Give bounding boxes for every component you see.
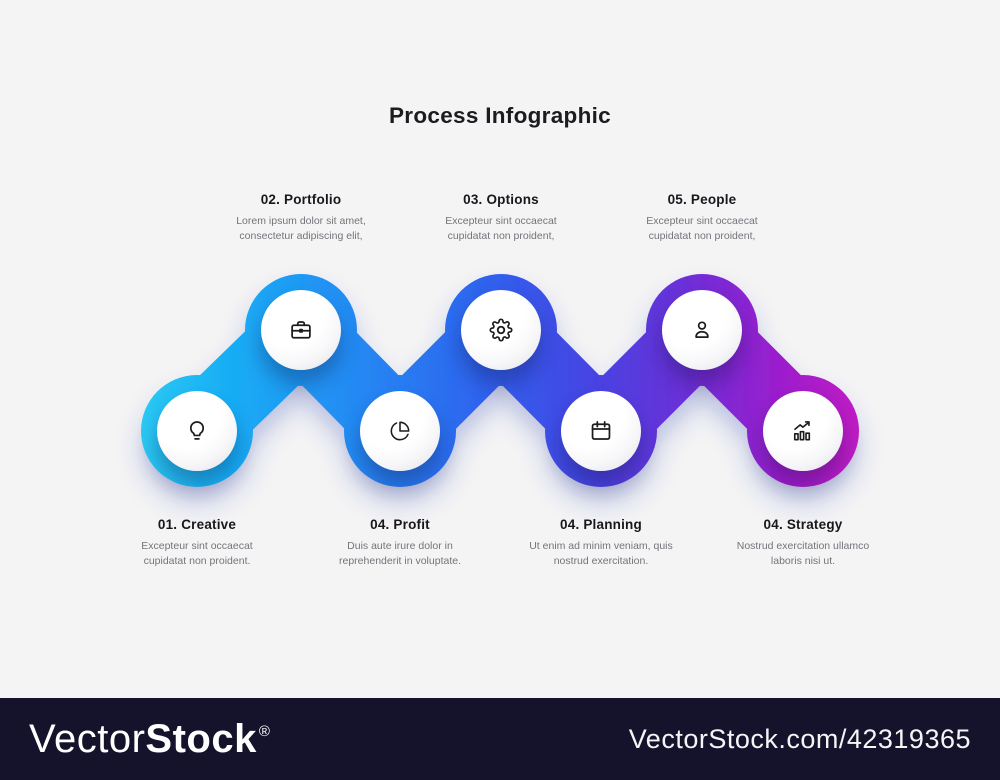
vectorstock-logo: VectorStock®	[29, 719, 270, 759]
step-title: 04. Strategy	[763, 517, 843, 532]
step-description: Excepteur sint occaecat cupidatat non pr…	[445, 215, 557, 243]
gear-icon	[489, 318, 513, 342]
step-title: 05. People	[667, 192, 737, 207]
step-description: Excepteur sint occaecat cupidatat non pr…	[646, 215, 758, 243]
step-node-options	[461, 290, 541, 370]
registered-mark: ®	[258, 722, 271, 740]
bar-chart-icon	[793, 421, 811, 441]
briefcase-icon	[291, 321, 311, 339]
step-node-planning	[561, 391, 641, 471]
step-description: Duis aute irure dolor in reprehenderit i…	[339, 540, 461, 568]
step-label-profit: 04. Profit Duis aute irure dolor in repr…	[315, 517, 485, 569]
step-label-people: 05. People Excepteur sint occaecat cupid…	[617, 192, 787, 244]
watermark-bar: VectorStock® VectorStock.com/42319365	[0, 698, 1000, 780]
person-icon	[695, 321, 709, 339]
watermark-url: VectorStock.com/42319365	[628, 723, 971, 754]
step-title: 02. Portfolio	[260, 192, 342, 207]
step-label-options: 03. Options Excepteur sint occaecat cupi…	[416, 192, 586, 244]
step-description: Ut enim ad minim veniam, quis nostrud ex…	[529, 540, 673, 568]
bulb-icon	[189, 421, 205, 440]
step-node-people	[662, 290, 742, 370]
step-label-strategy: 04. Strategy Nostrud exercitation ullamc…	[718, 517, 888, 569]
step-node-strategy	[763, 391, 843, 471]
page-title: Process Infographic	[388, 103, 611, 128]
step-title: 01. Creative	[157, 517, 237, 532]
step-description: Lorem ipsum dolor sit amet, consectetur …	[236, 215, 366, 243]
step-node-creative	[157, 391, 237, 471]
step-node-portfolio	[261, 290, 341, 370]
step-title: 04. Planning	[560, 517, 642, 532]
step-label-creative: 01. Creative Excepteur sint occaecat cup…	[112, 517, 282, 569]
logo-bold-text: Stock	[145, 717, 257, 761]
step-description: Excepteur sint occaecat cupidatat non pr…	[141, 540, 253, 568]
logo-light-text: Vector	[29, 717, 146, 761]
step-title: 04. Profit	[370, 517, 430, 532]
calendar-icon	[591, 421, 611, 440]
step-label-portfolio: 02. Portfolio Lorem ipsum dolor sit amet…	[216, 192, 386, 244]
step-label-planning: 04. Planning Ut enim ad minim veniam, qu…	[516, 517, 686, 569]
step-node-profit	[360, 391, 440, 471]
step-description: Nostrud exercitation ullamco laboris nis…	[736, 540, 870, 568]
step-title: 03. Options	[463, 192, 539, 207]
pie-chart-icon	[390, 421, 410, 441]
